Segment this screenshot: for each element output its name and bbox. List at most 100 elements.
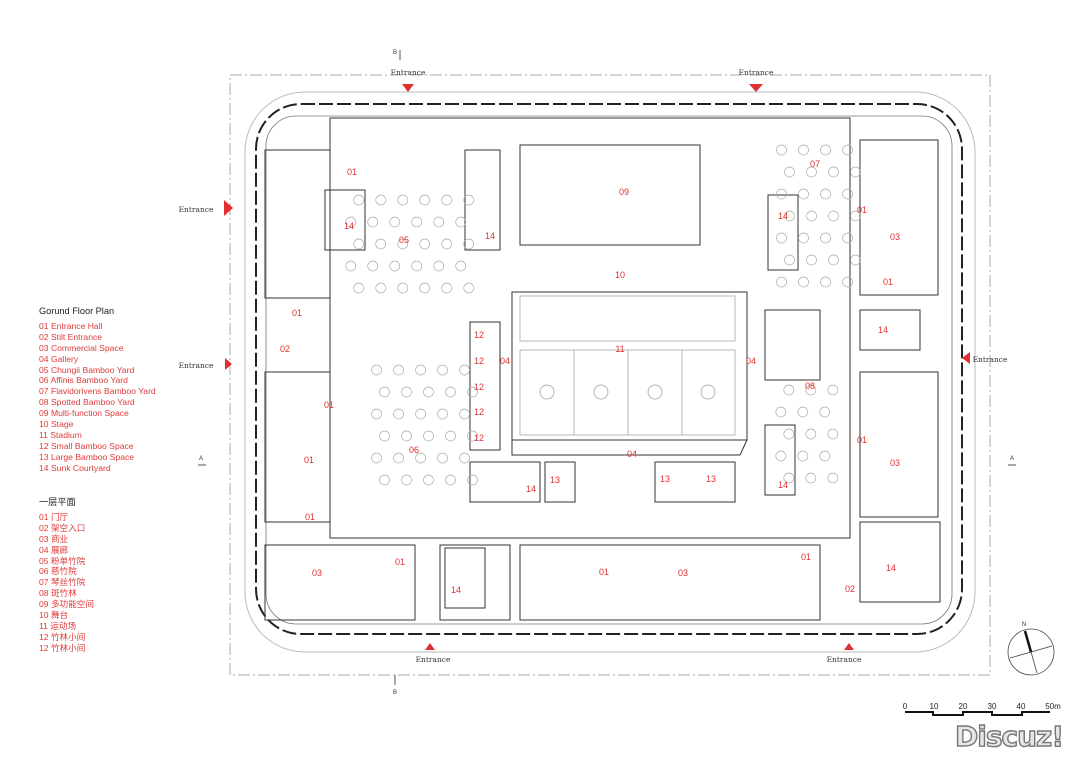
legend-item: 14 Sunk Courtyard [39,462,111,473]
room-label: 14 [485,231,495,241]
room-label: 01 [292,308,302,318]
legend-item: 11 Stadium [39,429,82,440]
room-label: 01 [324,400,334,410]
room-label: 14 [778,480,788,490]
entrance-marker: Entrance [739,68,774,92]
entrance-marker: Entrance [179,358,232,370]
north-label: N [1022,622,1026,628]
legend-item: 10 Stage [39,419,74,430]
legend-item: 11 运动场 [39,620,77,631]
entrance-arrow-icon [425,643,435,650]
bamboo-yard-trees [345,144,861,486]
scale-tick-label: 50m [1045,702,1061,711]
legend-item: 06 慈竹院 [39,566,77,577]
legend-item: 03 商业 [39,533,69,544]
room-label: 01 [395,557,405,567]
room-label: 01 [857,435,867,445]
room-label: 05 [399,235,409,245]
room-label: 04 [746,356,756,366]
legend-item: 12 竹林小间 [39,642,86,653]
room-label: 07 [810,159,820,169]
room-label: 02 [280,344,290,354]
legend-item: 05 Chungii Bamboo Yard [39,364,135,375]
scale-tick-label: 10 [930,702,939,711]
entrance-marker: Entrance [179,200,233,216]
entrance-label: Entrance [739,68,774,77]
scale-tick-label: 30 [988,702,997,711]
entrance-arrow-icon [844,643,854,650]
building-outline [255,103,963,635]
entrance-arrow-icon [962,352,970,364]
room-label: 03 [678,568,688,578]
room-label: 13 [706,474,716,484]
legend-item: 12 Small Bamboo Space [39,440,134,451]
legend-title-cn: 一层平面 [39,497,76,507]
room-label: 03 [890,458,900,468]
room-label: 04 [627,449,637,459]
scale-tick-label: 40 [1017,702,1026,711]
entrance-arrow-icon [749,84,763,92]
section-a-right: A [1010,456,1014,462]
watermark: Discuz! [954,719,1065,753]
legend-item: 05 粉单竹院 [39,555,86,566]
sports-courts [519,295,736,436]
room-label: 12 [474,382,484,392]
room-label: 03 [890,232,900,242]
north-arrow: N [1007,622,1055,676]
room-label: 06 [409,445,419,455]
entrance-marker: Entrance [962,352,1008,364]
entrance-arrow-icon [224,200,233,216]
room-label: 12 [474,407,484,417]
room-label: 14 [886,563,896,573]
room-label: 01 [883,277,893,287]
legend-item: 01 门厅 [39,511,69,522]
legend-title: Gorund Floor Plan [39,306,115,316]
walls [264,117,941,621]
room-label: 02 [845,584,855,594]
section-b-bottom: B [393,690,397,696]
scale-tick-label: 0 [903,702,908,711]
legend-item: 13 Large Bamboo Space [39,451,135,462]
inner-outline [265,115,953,625]
legend-item: 04 Gallery [39,353,79,364]
entrance-arrow-icon [225,358,232,370]
road-edge [244,91,976,653]
entrance-marker: Entrance [416,643,451,664]
legend-item: 08 斑竹林 [39,588,77,599]
room-label: 01 [304,455,314,465]
legend-item: 02 Stilt Entrance [39,331,103,342]
legend-item: 09 Multi-function Space [39,408,129,419]
legend-item: 04 展廊 [39,544,69,555]
room-label: 12 [474,356,484,366]
room-label: 01 [305,512,315,522]
room-label: 13 [550,475,560,485]
entrance-label: Entrance [391,68,426,77]
section-a-left: A [199,456,203,462]
legend-item: 02 架空入口 [39,522,86,533]
legend-item: 08 Spotted Bamboo Yard [39,397,135,408]
room-label: 14 [451,585,461,595]
room-label: 10 [615,270,625,280]
room-label: 09 [619,187,629,197]
room-label: 08 [805,381,815,391]
room-label: 14 [878,325,888,335]
entrance-label: Entrance [416,655,451,664]
site-boundary [229,74,991,676]
room-label: 11 [615,344,624,354]
room-label: 14 [526,484,536,494]
room-label: 03 [312,568,322,578]
legend-item: 06 Affinis Bamboo Yard [39,375,128,386]
room-label: 14 [778,211,788,221]
section-b-top: B [393,50,397,56]
legend-item: 09 多功能空间 [39,599,94,610]
room-label: 12 [474,433,484,443]
room-label: 14 [344,221,354,231]
room-label: 04 [500,356,510,366]
legend-item: 12 竹林小间 [39,631,86,642]
entrance-arrow-icon [402,84,414,92]
entrance-label: Entrance [827,655,862,664]
